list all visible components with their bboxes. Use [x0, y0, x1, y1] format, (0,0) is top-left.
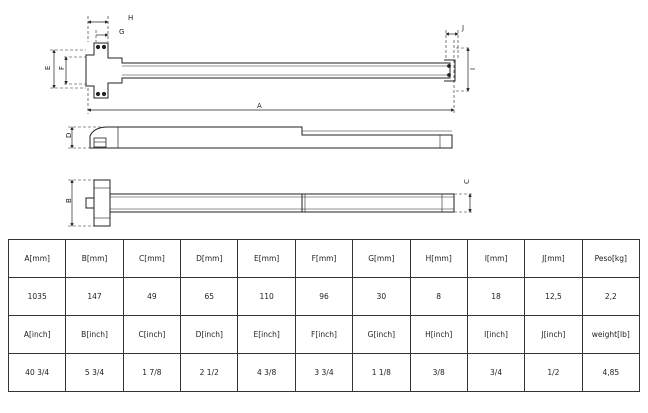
- dim-label-b: B: [65, 198, 73, 203]
- table-cell: 1 7/8: [122, 353, 182, 392]
- table-cell: 30: [352, 277, 411, 316]
- dim-label-j: J: [461, 24, 464, 32]
- table-cell: 3/4: [466, 353, 526, 392]
- technical-drawing: H G E F A I J D: [44, 14, 477, 227]
- mounting-hole: [101, 91, 107, 97]
- top-view-head: [85, 42, 451, 99]
- dim-label-f: F: [58, 66, 66, 70]
- table-cell: F[inch]: [294, 315, 354, 354]
- table-cell: H[mm]: [409, 239, 468, 278]
- mounting-hole: [95, 44, 101, 50]
- mounting-hole: [95, 91, 101, 97]
- dim-label-g: G: [119, 28, 124, 36]
- table-cell: 40 3/4: [7, 353, 67, 392]
- table-cell: 96: [294, 277, 354, 316]
- spec-table-body: A[mm]B[mm]C[mm]D[mm]E[mm]F[mm]G[mm]H[mm]…: [7, 239, 641, 392]
- dim-label-a: A: [257, 102, 262, 110]
- table-cell: 8: [409, 277, 468, 316]
- table-cell: F[mm]: [294, 239, 354, 278]
- table-cell: G[mm]: [352, 239, 411, 278]
- table-cell: I[mm]: [466, 239, 526, 278]
- table-cell: 49: [122, 277, 182, 316]
- table-cell: J[mm]: [524, 239, 583, 278]
- table-cell: 4 3/8: [237, 353, 296, 392]
- table-cell: H[inch]: [409, 315, 468, 354]
- table-cell: weight[lb]: [581, 315, 641, 354]
- table-cell: 5 3/4: [65, 353, 124, 392]
- side-view: [89, 126, 453, 149]
- table-cell: 110: [237, 277, 296, 316]
- side-view-body: [89, 126, 453, 149]
- spec-table: A[mm]B[mm]C[mm]D[mm]E[mm]F[mm]G[mm]H[mm]…: [7, 239, 641, 392]
- table-cell: C[inch]: [122, 315, 182, 354]
- table-cell: B[mm]: [65, 239, 124, 278]
- table-cell: 3 3/4: [294, 353, 354, 392]
- table-cell: 147: [65, 277, 124, 316]
- table-cell: B[inch]: [65, 315, 124, 354]
- top-view-end-cap: [444, 59, 456, 82]
- mounting-hole: [101, 44, 107, 50]
- table-cell: G[inch]: [352, 315, 411, 354]
- table-cell: D[mm]: [180, 239, 239, 278]
- table-cell: 1/2: [524, 353, 583, 392]
- table-row: A[inch]B[inch]C[inch]D[inch]E[inch]F[inc…: [7, 315, 641, 354]
- table-cell: 4,85: [581, 353, 641, 392]
- table-cell: I[inch]: [466, 315, 526, 354]
- dim-label-d: D: [65, 133, 73, 138]
- table-cell: A[inch]: [7, 315, 67, 354]
- front-view: [85, 179, 455, 227]
- dim-label-i: I: [469, 68, 477, 70]
- table-cell: D[inch]: [180, 315, 239, 354]
- table-cell: 65: [180, 277, 239, 316]
- table-cell: 3/8: [409, 353, 468, 392]
- table-cell: 2,2: [581, 277, 641, 316]
- dim-label-e: E: [44, 66, 52, 70]
- table-cell: 18: [466, 277, 526, 316]
- table-cell: A[mm]: [7, 239, 67, 278]
- table-cell: 1 1/8: [352, 353, 411, 392]
- table-cell: 1035: [7, 277, 67, 316]
- table-cell: 2 1/2: [180, 353, 239, 392]
- table-cell: Peso[kg]: [581, 239, 641, 278]
- top-view: [85, 42, 456, 99]
- table-row: A[mm]B[mm]C[mm]D[mm]E[mm]F[mm]G[mm]H[mm]…: [7, 239, 641, 278]
- dim-label-h: H: [128, 14, 133, 22]
- table-cell: C[mm]: [122, 239, 182, 278]
- table-cell: E[inch]: [237, 315, 296, 354]
- table-cell: J[inch]: [524, 315, 583, 354]
- table-cell: E[mm]: [237, 239, 296, 278]
- dim-label-c: C: [463, 179, 471, 184]
- table-cell: 12,5: [524, 277, 583, 316]
